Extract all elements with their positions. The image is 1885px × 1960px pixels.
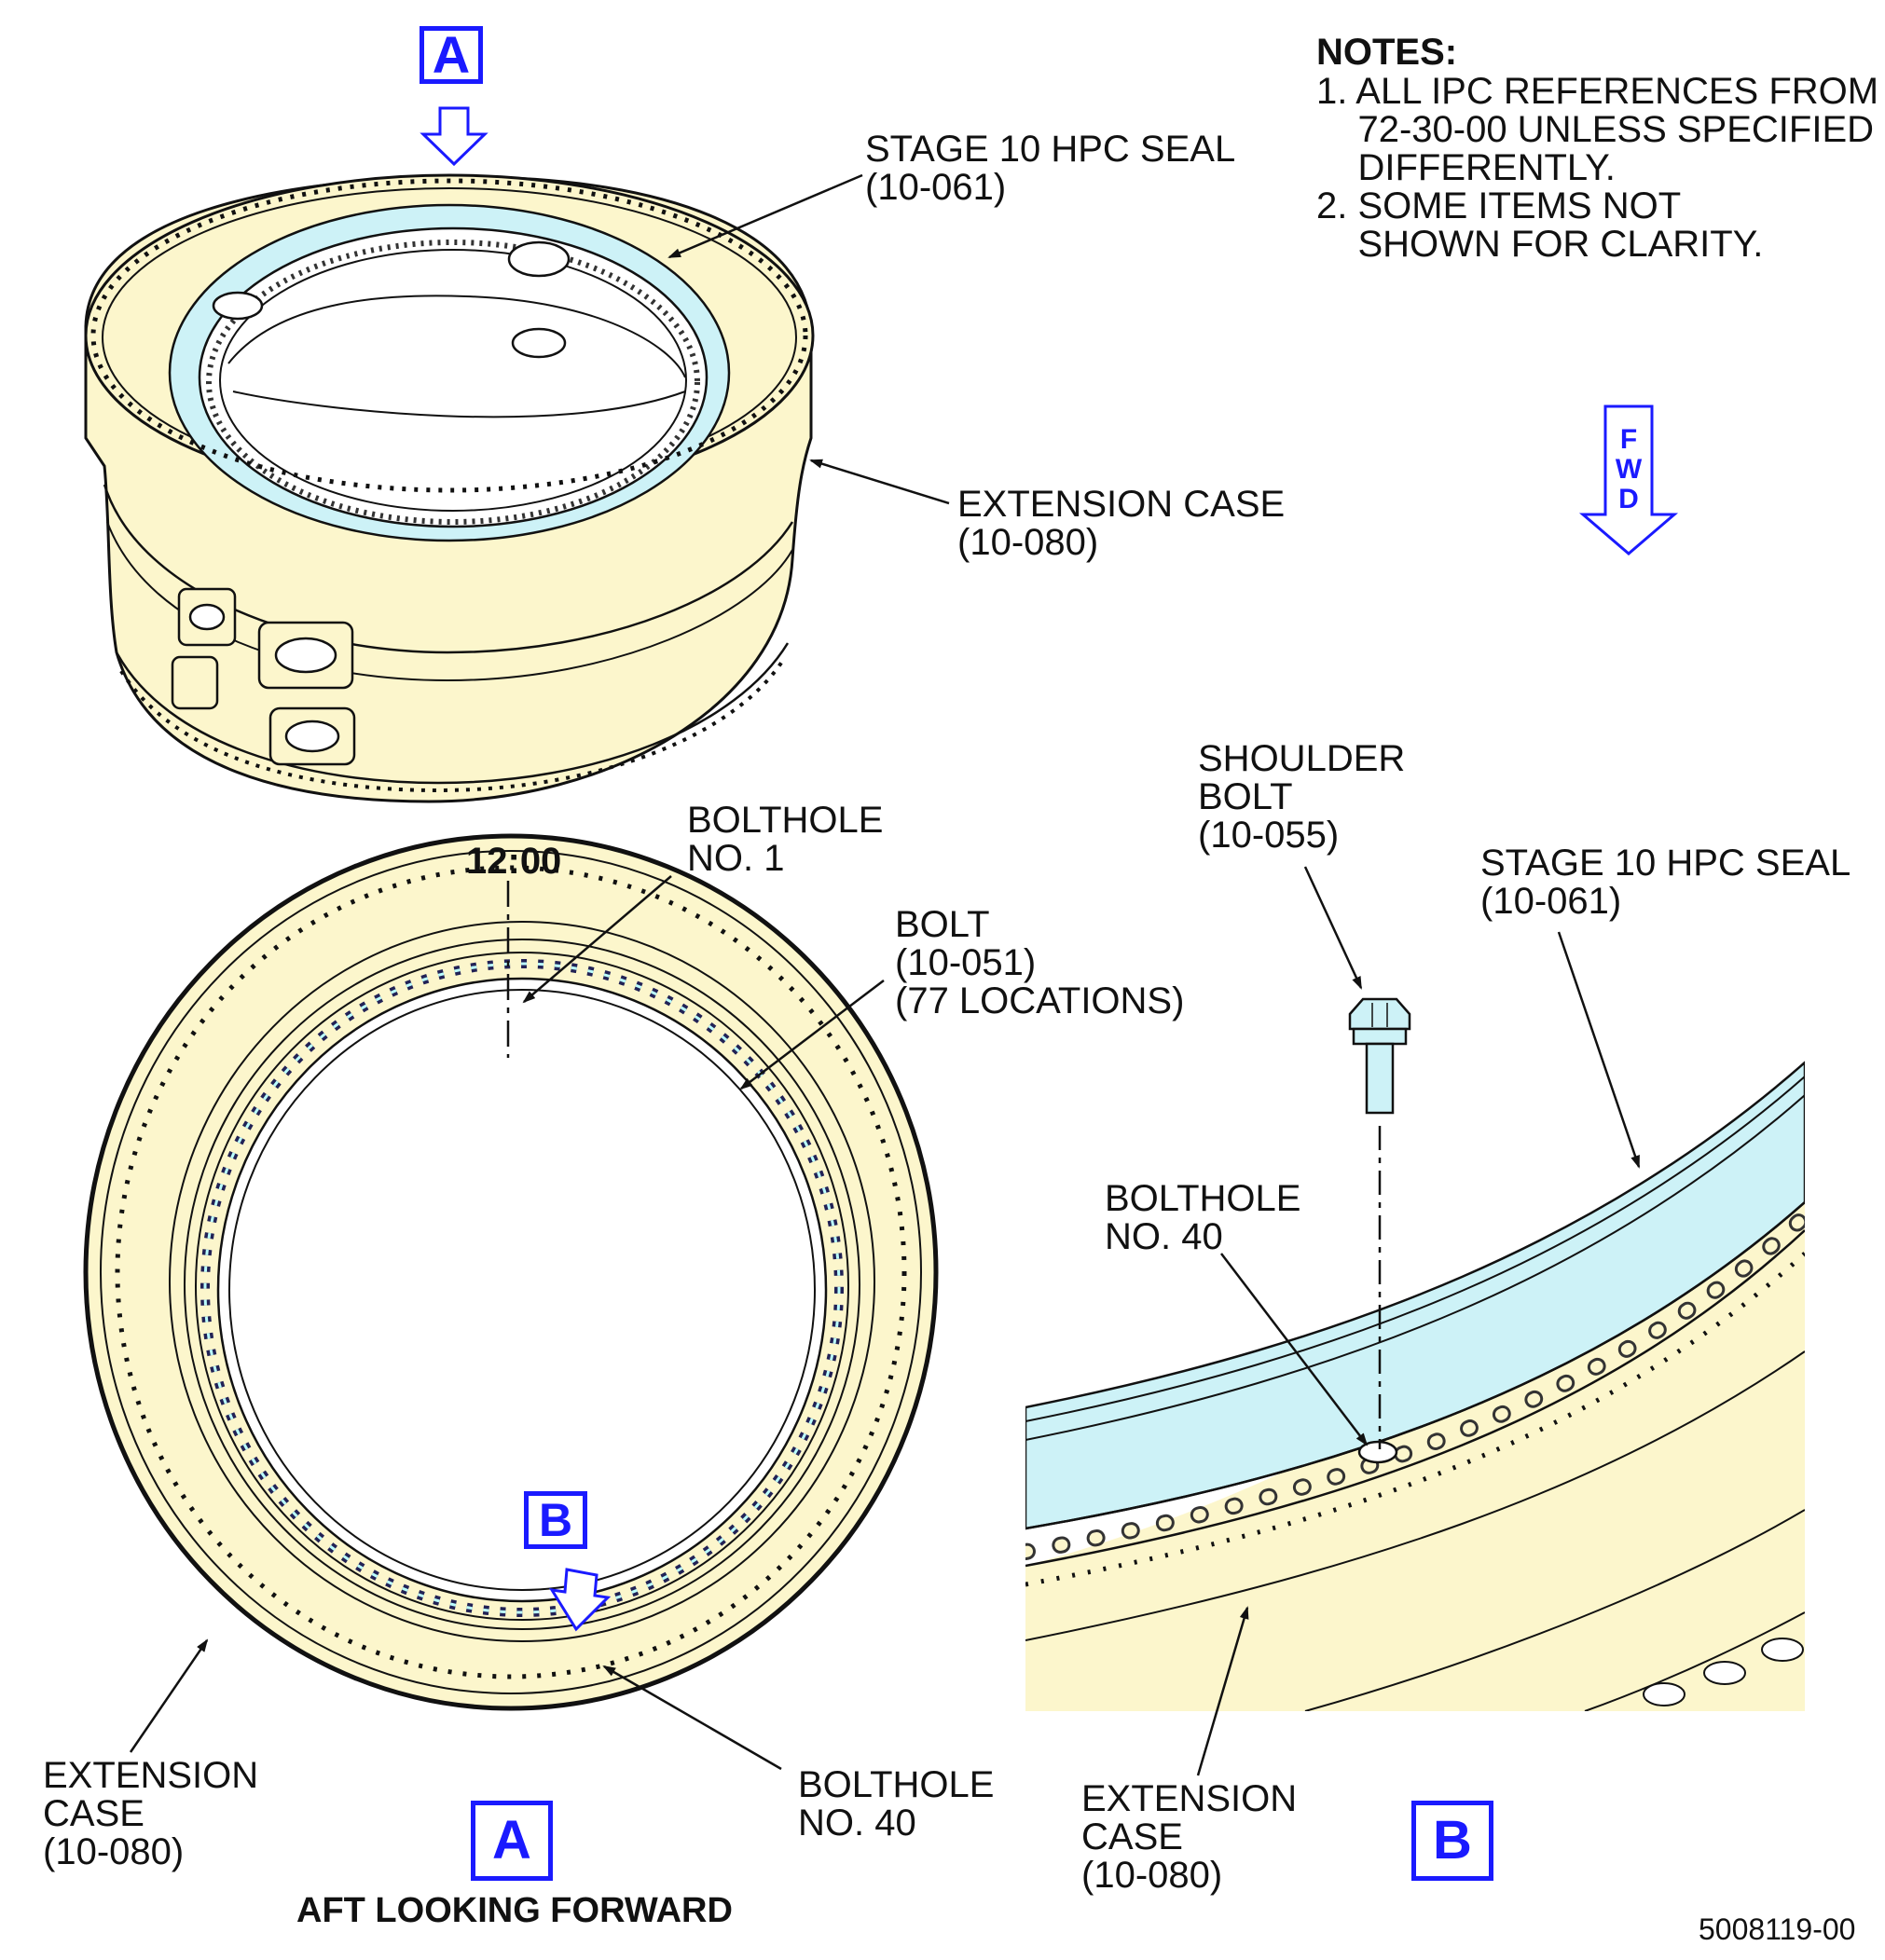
bolthole1-leader — [522, 875, 672, 1004]
bolt-label: BOLT (10-051) (77 LOCATIONS) — [895, 904, 1185, 1021]
bolthole40-leader — [602, 1665, 782, 1771]
view-a-case-label: EXTENSION CASE (10-080) — [43, 1755, 259, 1872]
iso-case-leader — [809, 459, 950, 505]
figure-number: 5008119-00 — [1699, 1912, 1856, 1946]
fwd-letter: W — [1615, 454, 1643, 485]
note-line: SHOWN FOR CLARITY. — [1316, 224, 1764, 265]
fwd-arrow — [1578, 404, 1679, 555]
note-line: 72-30-00 UNLESS SPECIFIED — [1316, 109, 1875, 150]
detail-bolthole40-label: BOLTHOLE NO. 40 — [1105, 1178, 1301, 1257]
detail-seal-label: STAGE 10 HPC SEAL (10-061) — [1480, 843, 1851, 922]
note-line: 1. ALL IPC REFERENCES FROM — [1316, 71, 1879, 112]
view-a-case-leader — [129, 1638, 209, 1753]
detail-bolthole40-leader — [1220, 1253, 1369, 1446]
bolthole1-label: BOLTHOLE NO. 1 — [687, 800, 884, 879]
isometric-case — [84, 173, 815, 803]
view-a-title-box: A — [471, 1801, 553, 1881]
view-b-title-box: B — [1411, 1801, 1493, 1881]
detail-case-label: EXTENSION CASE (10-080) — [1081, 1778, 1298, 1896]
shoulder-bolt — [1348, 997, 1411, 1115]
detail-b — [1025, 1061, 1805, 1711]
fwd-letter: F — [1619, 424, 1638, 455]
view-b-direction-arrow — [549, 1568, 612, 1632]
view-a-marker-top: A — [420, 26, 483, 84]
bolthole40-label: BOLTHOLE NO. 40 — [798, 1764, 995, 1843]
fwd-label: F W D — [1610, 425, 1647, 514]
view-a-caption: AFT LOOKING FORWARD — [296, 1891, 733, 1930]
view-b-marker: B — [524, 1491, 587, 1549]
iso-seal-leader — [667, 173, 863, 259]
shoulder-bolt-leader — [1303, 866, 1363, 990]
note-line: DIFFERENTLY. — [1316, 147, 1616, 188]
detail-seal-leader — [1557, 931, 1641, 1169]
notes-list: 1. ALL IPC REFERENCES FROM 72-30-00 UNLE… — [1316, 73, 1878, 264]
detail-case-leader — [1196, 1606, 1249, 1776]
fwd-letter: D — [1618, 484, 1639, 514]
shoulder-bolt-label: SHOULDER BOLT (10-055) — [1198, 738, 1406, 856]
view-a-direction-arrow — [420, 106, 488, 167]
view-a-ring — [83, 833, 939, 1711]
iso-seal-label: STAGE 10 HPC SEAL (10-061) — [865, 129, 1236, 208]
clock-label: 12:00 — [466, 841, 562, 882]
note-line: 2. SOME ITEMS NOT — [1316, 185, 1682, 226]
iso-case-label: EXTENSION CASE (10-080) — [957, 484, 1286, 563]
notes-heading: NOTES: — [1316, 32, 1458, 73]
bolt-leader — [739, 980, 885, 1090]
